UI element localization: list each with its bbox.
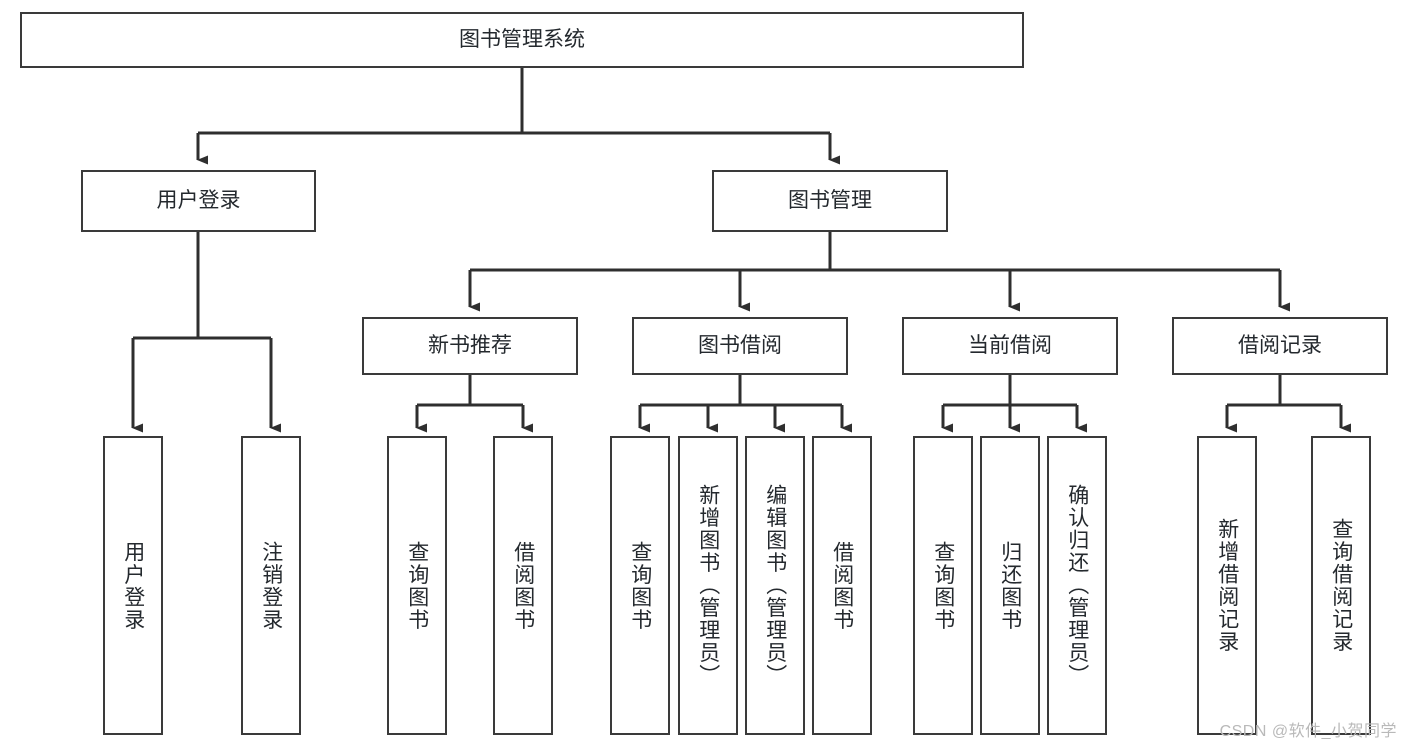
node-book-management-label: 图书管理 [788, 188, 872, 212]
leaf-return-book-label: 归还图书 [998, 540, 1022, 631]
leaf-edit-book-admin[interactable]: 编辑图书（管理员） [745, 436, 805, 735]
leaf-return-book[interactable]: 归还图书 [980, 436, 1040, 735]
leaf-query-book-borrow-label: 查询图书 [628, 540, 652, 631]
leaf-user-login-label: 用户登录 [121, 540, 145, 631]
leaf-borrow-book-new-label: 借阅图书 [511, 540, 535, 631]
leaf-query-book-borrow[interactable]: 查询图书 [610, 436, 670, 735]
node-new-book-recommend[interactable]: 新书推荐 [362, 317, 578, 375]
leaf-logout[interactable]: 注销登录 [241, 436, 301, 735]
leaf-edit-book-admin-label: 编辑图书（管理员） [763, 484, 787, 687]
leaf-add-book-admin-label: 新增图书（管理员） [696, 484, 720, 687]
leaf-add-book-admin[interactable]: 新增图书（管理员） [678, 436, 738, 735]
node-new-book-recommend-label: 新书推荐 [428, 333, 512, 357]
leaf-add-borrow-record[interactable]: 新增借阅记录 [1197, 436, 1257, 735]
node-root-label: 图书管理系统 [459, 27, 585, 51]
leaf-logout-label: 注销登录 [259, 540, 283, 631]
leaf-borrow-book[interactable]: 借阅图书 [812, 436, 872, 735]
node-user-login-label: 用户登录 [156, 188, 241, 212]
node-borrow-records-label: 借阅记录 [1238, 333, 1322, 357]
leaf-query-book-new[interactable]: 查询图书 [387, 436, 447, 735]
leaf-query-borrow-record-label: 查询借阅记录 [1329, 518, 1353, 653]
leaf-confirm-return-admin[interactable]: 确认归还（管理员） [1047, 436, 1107, 735]
leaf-query-book-new-label: 查询图书 [405, 540, 429, 631]
leaf-user-login[interactable]: 用户登录 [103, 436, 163, 735]
node-book-borrow[interactable]: 图书借阅 [632, 317, 848, 375]
node-user-login[interactable]: 用户登录 [81, 170, 316, 232]
leaf-query-borrow-record[interactable]: 查询借阅记录 [1311, 436, 1371, 735]
node-borrow-records[interactable]: 借阅记录 [1172, 317, 1388, 375]
leaf-query-book-current-label: 查询图书 [931, 540, 955, 631]
leaf-confirm-return-admin-label: 确认归还（管理员） [1065, 484, 1089, 687]
leaf-query-book-current[interactable]: 查询图书 [913, 436, 973, 735]
node-book-borrow-label: 图书借阅 [698, 333, 782, 357]
csdn-watermark: CSDN @软件_小贺同学 [1219, 723, 1397, 740]
leaf-add-borrow-record-label: 新增借阅记录 [1215, 518, 1239, 653]
node-root[interactable]: 图书管理系统 [20, 12, 1024, 68]
node-current-borrow[interactable]: 当前借阅 [902, 317, 1118, 375]
leaf-borrow-book-new[interactable]: 借阅图书 [493, 436, 553, 735]
node-book-management[interactable]: 图书管理 [712, 170, 948, 232]
leaf-borrow-book-label: 借阅图书 [830, 540, 854, 631]
node-current-borrow-label: 当前借阅 [968, 333, 1052, 357]
